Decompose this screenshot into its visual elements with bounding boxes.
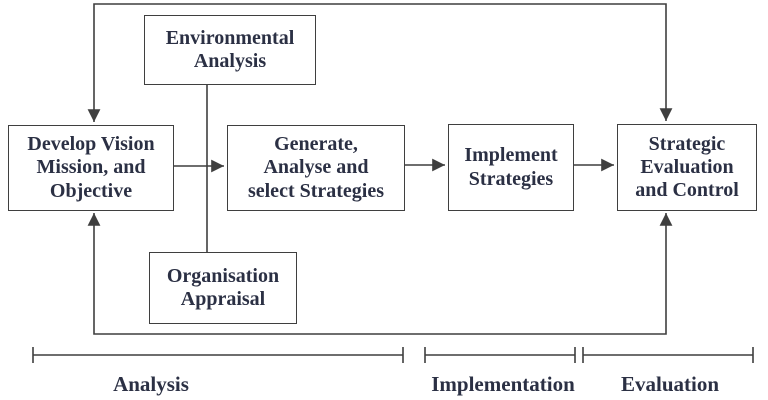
feedback-loop-top-right (380, 3, 673, 121)
box-implement-strategies: Implement Strategies (448, 124, 574, 211)
feedback-loop-top-left (87, 3, 380, 122)
box-label-environmental-analysis: Environmental Analysis (165, 26, 295, 72)
bracket-evaluation (582, 347, 754, 363)
phase-label-evaluation: Evaluation (620, 372, 720, 396)
box-develop-vision: Develop Vision Mission, and Objective (8, 125, 174, 211)
box-generate-strategies: Generate, Analyse and select Strategies (227, 125, 405, 211)
bracket-implementation (424, 347, 576, 363)
bracket-analysis (32, 347, 404, 363)
box-label-strategic-evaluation: Strategic Evaluation and Control (635, 132, 739, 202)
box-label-develop-vision: Develop Vision Mission, and Objective (27, 133, 155, 202)
box-label-generate-strategies: Generate, Analyse and select Strategies (247, 133, 385, 202)
phase-label-analysis: Analysis (113, 372, 189, 396)
box-environmental-analysis: Environmental Analysis (144, 15, 316, 85)
feedback-loop-bottom-right (380, 213, 673, 335)
phase-label-implementation: Implementation (431, 372, 575, 396)
box-strategic-evaluation: Strategic Evaluation and Control (617, 124, 757, 211)
box-label-implement-strategies: Implement Strategies (464, 144, 558, 190)
box-label-organisation-appraisal: Organisation Appraisal (166, 264, 280, 310)
box-organisation-appraisal: Organisation Appraisal (149, 252, 297, 324)
feedback-loop-bottom-left (87, 213, 380, 335)
